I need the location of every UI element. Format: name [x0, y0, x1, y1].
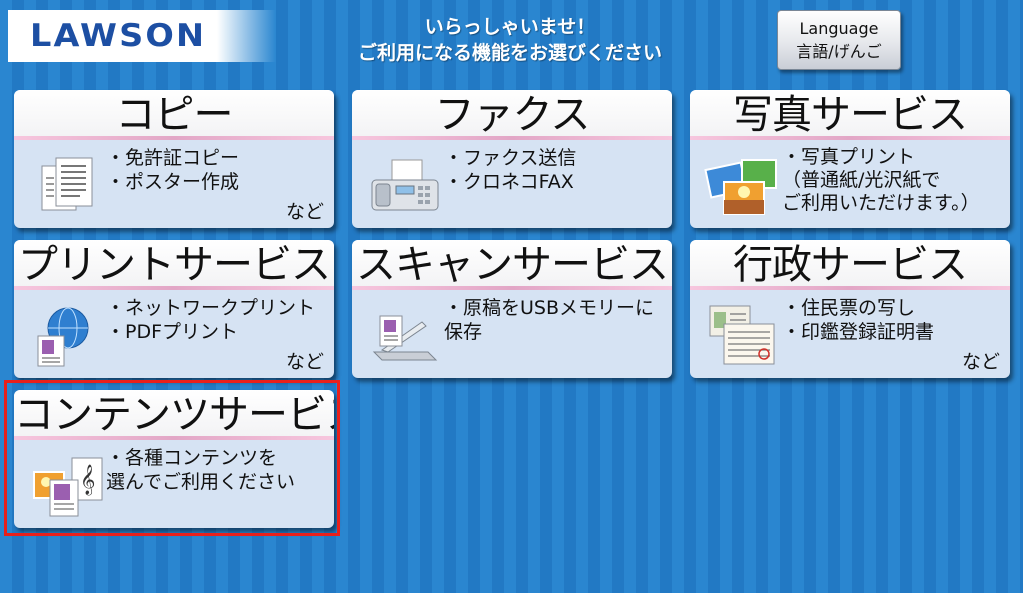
tile-description: ・各種コンテンツを 選んでご利用ください [106, 447, 296, 493]
tile-divider [352, 286, 672, 290]
tile-description: ・ファクス送信 ・クロネコFAX [444, 147, 577, 193]
network-print-icon [37, 307, 89, 367]
photo-service-button[interactable]: 写真サービス ・写真プリント （普通紙/光沢紙で ご利用いただけます。） [690, 90, 1010, 228]
lawson-logo: LAWSON [8, 10, 276, 62]
greeting-line-1: いらっしゃいませ！ [424, 16, 596, 38]
tile-title: コンテンツサービス [14, 390, 334, 438]
content-service-button[interactable]: コンテンツサービス 𝄞 ・各種コンテンツを 選んでご利用ください [14, 390, 334, 528]
tile-title: ファクス [352, 90, 672, 138]
copy-document-icon [41, 157, 93, 211]
language-label-ja: 言語/げんご [796, 42, 882, 61]
tile-divider [352, 136, 672, 140]
tile-title: スキャンサービス [352, 240, 672, 288]
tile-description: ・原稿をUSBメモリーに 保存 [444, 297, 655, 343]
tile-etc-label: など [285, 201, 324, 223]
tile-divider [14, 286, 334, 290]
language-button[interactable]: Language 言語/げんご [777, 10, 901, 70]
tile-etc-label: など [961, 351, 1000, 373]
fax-service-button[interactable]: ファクス ・ファクス送信 ・クロネコFAX [352, 90, 672, 228]
tile-divider [690, 286, 1010, 290]
tile-title: プリントサービス [14, 240, 334, 288]
content-media-icon: 𝄞 [33, 457, 103, 517]
tile-etc-label: など [285, 351, 324, 373]
greeting-line-2: ご利用になる機能をお選びください [357, 42, 662, 64]
language-label-en: Language [799, 19, 879, 38]
tile-title: 行政サービス [690, 240, 1010, 288]
svg-text:𝄞: 𝄞 [80, 464, 95, 496]
greeting: いらっしゃいませ！ ご利用になる機能をお選びください [320, 14, 700, 66]
tile-description: ・写真プリント （普通紙/光沢紙で ご利用いただけます。） [782, 146, 980, 214]
tile-divider [690, 136, 1010, 140]
photo-print-icon [704, 159, 777, 215]
copy-service-button[interactable]: コピー ・免許証コピー ・ポスター作成 など [14, 90, 334, 228]
tile-divider [14, 136, 334, 140]
tile-description: ・住民票の写し ・印鑑登録証明書 [782, 297, 935, 343]
print-service-button[interactable]: プリントサービス ・ネットワークプリント ・PDFプリント など [14, 240, 334, 378]
scan-service-button[interactable]: スキャンサービス ・原稿をUSBメモリーに 保存 [352, 240, 672, 378]
tile-description: ・ネットワークプリント ・PDFプリント [106, 297, 316, 343]
scanner-icon [372, 315, 438, 361]
tile-divider [14, 436, 334, 440]
tile-title: 写真サービス [690, 90, 1010, 138]
tile-title: コピー [14, 90, 334, 138]
tile-description: ・免許証コピー ・ポスター作成 [106, 147, 240, 193]
government-document-icon [709, 305, 775, 365]
fax-machine-icon [371, 159, 439, 211]
government-service-button[interactable]: 行政サービス ・住民票の写し ・印鑑登録証明書 など [690, 240, 1010, 378]
header: LAWSON いらっしゃいませ！ ご利用になる機能をお選びください Langua… [0, 0, 1023, 80]
logo-text: LAWSON [30, 18, 207, 54]
